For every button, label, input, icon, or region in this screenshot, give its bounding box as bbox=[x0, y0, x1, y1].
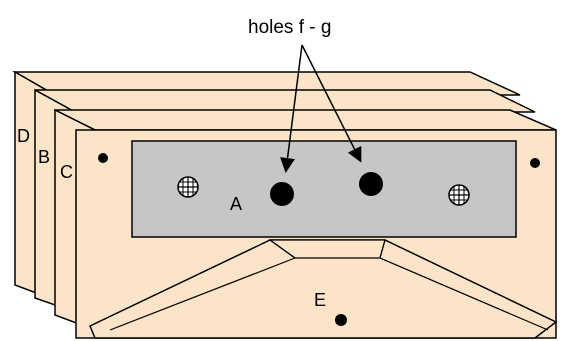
base-e bbox=[89, 239, 558, 339]
arrow-to-hole-f bbox=[280, 44, 303, 173]
arrow-to-hole-g bbox=[301, 44, 362, 163]
hole-f bbox=[270, 182, 294, 206]
corner-hole-right bbox=[530, 158, 540, 168]
hole-e bbox=[335, 314, 347, 326]
hole-g bbox=[359, 172, 383, 196]
label-c: C bbox=[60, 162, 73, 182]
label-e: E bbox=[314, 290, 326, 310]
label-b: B bbox=[38, 147, 50, 167]
holes-label: holes f - g bbox=[248, 17, 331, 38]
label-a: A bbox=[230, 194, 242, 214]
screw-left-icon bbox=[177, 176, 199, 198]
label-d: D bbox=[17, 126, 30, 146]
corner-hole-left bbox=[98, 153, 108, 163]
screw-right-icon bbox=[448, 184, 470, 206]
